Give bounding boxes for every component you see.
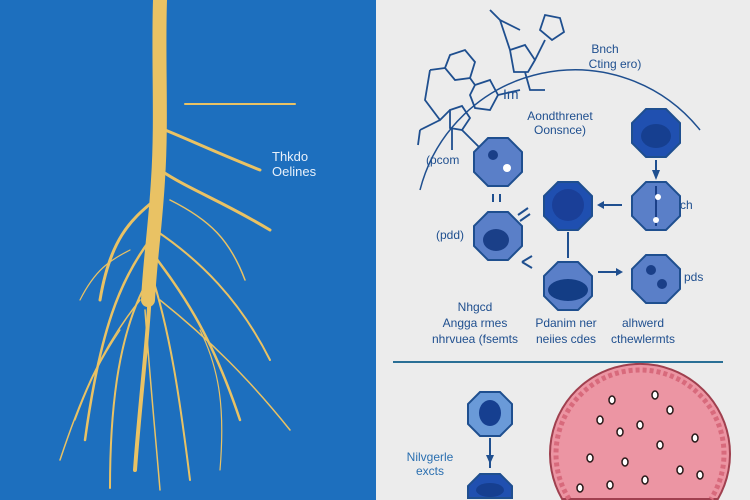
cells [467,108,681,499]
arc-label-line-1: Bnch [591,42,619,56]
cell-right-bottom [631,254,681,304]
arc-label-line-2: Cting ero) [588,57,642,71]
cell-bottom-top [467,391,513,437]
cell-label-right-mid: ch [680,198,693,212]
caption-1-line-2: Angga rmes [442,316,508,330]
root-label-line-1: Thkdo [272,149,309,164]
root-panel: Thkdo Oelines [0,0,376,500]
caption-2-line-1: Pdanim ner [535,316,597,330]
bottom-label-line-1: Nilvgerle [406,450,454,464]
cell-top-right [631,108,681,158]
cell-label-right-bottom: pds [684,270,704,284]
cell-top-left [473,137,523,187]
caption-1-line-1: Nhgcd [457,300,493,314]
molecule-structure [417,9,566,150]
center-label-line-2: Oonsnce) [533,123,587,137]
cell-right-mid [631,181,681,231]
caption-1-line-3: nhrvuea (fsemts [431,332,519,346]
enclosing-arc [419,69,701,191]
caption-2-line-2: neiies cdes [535,332,597,346]
cell-label-top-left: (pcom [426,153,460,167]
cell-center [543,181,593,231]
pink-sphere [549,362,731,500]
cell-bottom-center [543,261,593,311]
center-label-line-1: Aondthrenet [527,109,593,123]
caption-3-line-2: cthewlermts [610,332,676,346]
root-label-line-2: Oelines [272,164,317,179]
bottom-label-line-2: excts [415,464,445,478]
arrows [486,160,660,468]
cell-bottom-lower [467,473,513,499]
cell-label-mid-left: (pdd) [436,228,465,242]
cell-mid-left [473,211,523,261]
caption-3-line-1: alhwerd [621,316,665,330]
molecule-label: Im [503,86,519,102]
root-illustration [59,0,296,491]
